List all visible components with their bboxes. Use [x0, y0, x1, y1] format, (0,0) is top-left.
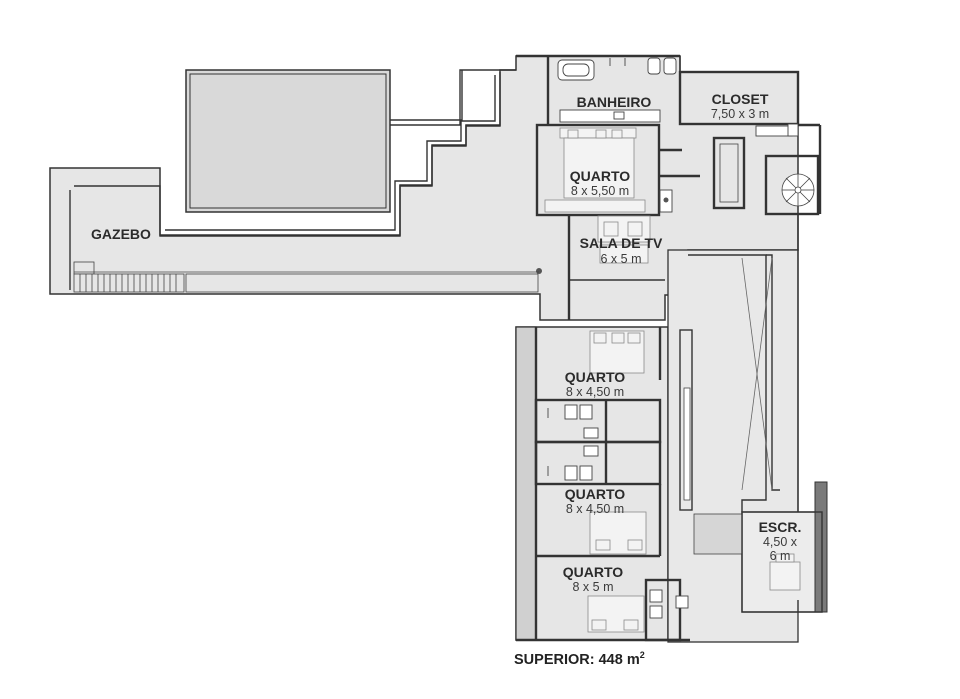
- office-wall-dark: [814, 481, 828, 613]
- room-size-quarto-2: 8 x 4,50 m: [566, 502, 624, 516]
- sink: [613, 111, 625, 120]
- sink: [675, 595, 689, 609]
- spiral-stair: [781, 173, 815, 207]
- room-label-sala-tv: SALA DE TV: [580, 235, 663, 251]
- office: [741, 481, 828, 613]
- bath-2-walls: [534, 440, 662, 486]
- deck-post: [536, 268, 542, 274]
- room-size-quarto-3: 8 x 5 m: [573, 580, 614, 594]
- room-label-quarto-2: QUARTO: [565, 486, 626, 502]
- gazebo-deck: [73, 261, 542, 293]
- room-size-closet: 7,50 x 3 m: [711, 107, 769, 121]
- desk: [769, 561, 801, 591]
- room-label-quarto-1: QUARTO: [565, 369, 626, 385]
- bathtub-basin: [562, 63, 590, 77]
- room-size-escritorio-1: 4,50 x: [763, 535, 798, 549]
- sink: [583, 445, 599, 457]
- bidet: [663, 57, 677, 75]
- deck-slats: [73, 273, 185, 293]
- room-label-quarto-3: QUARTO: [563, 564, 624, 580]
- bedroom-wing: [515, 326, 690, 642]
- tv-room: [567, 215, 665, 320]
- floor-area-caption: SUPERIOR: 448 m2: [514, 650, 645, 668]
- room-label-banheiro: BANHEIRO: [577, 94, 652, 110]
- corridor: [679, 214, 799, 555]
- master-bedroom-walls: [535, 123, 661, 217]
- sink: [583, 427, 599, 439]
- room-label-gazebo: GAZEBO: [91, 226, 151, 242]
- closet-walls: [678, 70, 800, 126]
- room-size-quarto-1: 8 x 4,50 m: [566, 385, 624, 399]
- closet-core: [712, 136, 746, 210]
- closet-counter: [755, 125, 793, 137]
- room-size-quarto-master: 8 x 5,50 m: [571, 184, 629, 198]
- room-label-quarto-master: QUARTO: [570, 168, 631, 184]
- room-size-escritorio-2: 6 m: [770, 549, 791, 563]
- deck-slat-lines: [79, 274, 177, 292]
- terrace-outline: [74, 72, 501, 237]
- terrace-outline: [390, 70, 463, 121]
- toilet: [647, 57, 661, 75]
- terrace-outline: [165, 75, 496, 231]
- floor-area-unit-exponent: 2: [639, 650, 645, 660]
- vanity-counter: [559, 109, 661, 123]
- deck-bench: [185, 273, 539, 293]
- pool-inner-edge: [189, 73, 387, 209]
- master-suite: [516, 54, 822, 217]
- bridge: [693, 513, 743, 555]
- room-size-sala-tv: 6 x 5 m: [601, 252, 642, 266]
- wing-facade: [515, 326, 537, 641]
- room-label-closet: CLOSET: [712, 91, 769, 107]
- glass-panel: [683, 387, 691, 501]
- bench: [544, 199, 646, 213]
- pool: [185, 69, 391, 213]
- spiral-stair-box: [764, 154, 820, 216]
- room-label-escritorio: ESCR.: [759, 519, 802, 535]
- coffee-table: [599, 244, 649, 264]
- office-walls: [741, 511, 823, 613]
- floor-area-text: SUPERIOR: 448 m: [514, 651, 640, 668]
- terrace-outline: [390, 69, 516, 126]
